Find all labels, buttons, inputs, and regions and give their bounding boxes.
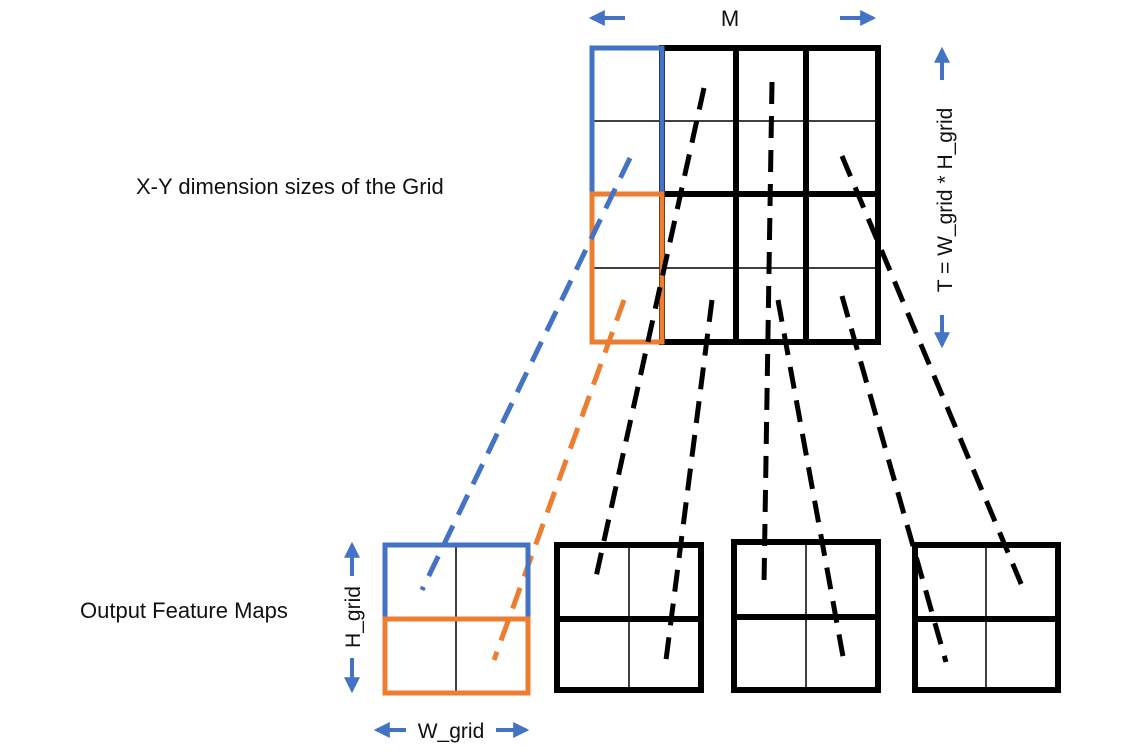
m-dimension: M	[588, 6, 877, 31]
top-grid	[589, 45, 881, 345]
orange-mapping-line	[491, 299, 627, 661]
output-feature-map-2	[554, 542, 704, 693]
black-mapping-line	[663, 299, 715, 661]
w-grid-label: W_grid	[418, 720, 485, 743]
grid-label: X-Y dimension sizes of the Grid	[136, 174, 444, 199]
black-mapping-line	[839, 295, 949, 663]
mapping-lines	[419, 81, 1025, 663]
output-feature-map-4	[912, 542, 1061, 693]
t-dimension: T = W_grid * H_grid	[934, 46, 957, 349]
t-label: T = W_grid * H_grid	[934, 108, 957, 293]
output-feature-map-1	[382, 542, 531, 696]
black-mapping-line	[839, 155, 1025, 587]
h-grid-dimension: H_grid	[342, 541, 365, 694]
black-mapping-line	[591, 87, 707, 587]
blue-mapping-line	[419, 156, 633, 592]
black-mapping-line	[775, 299, 847, 663]
orange-map-row	[382, 616, 531, 696]
black-mapping-line	[761, 81, 775, 585]
output-feature-maps-label: Output Feature Maps	[80, 598, 288, 623]
m-label: M	[721, 6, 739, 31]
h-grid-label: H_grid	[342, 586, 365, 648]
w-grid-dimension: W_grid	[373, 720, 530, 743]
output-feature-map-3	[731, 539, 881, 693]
